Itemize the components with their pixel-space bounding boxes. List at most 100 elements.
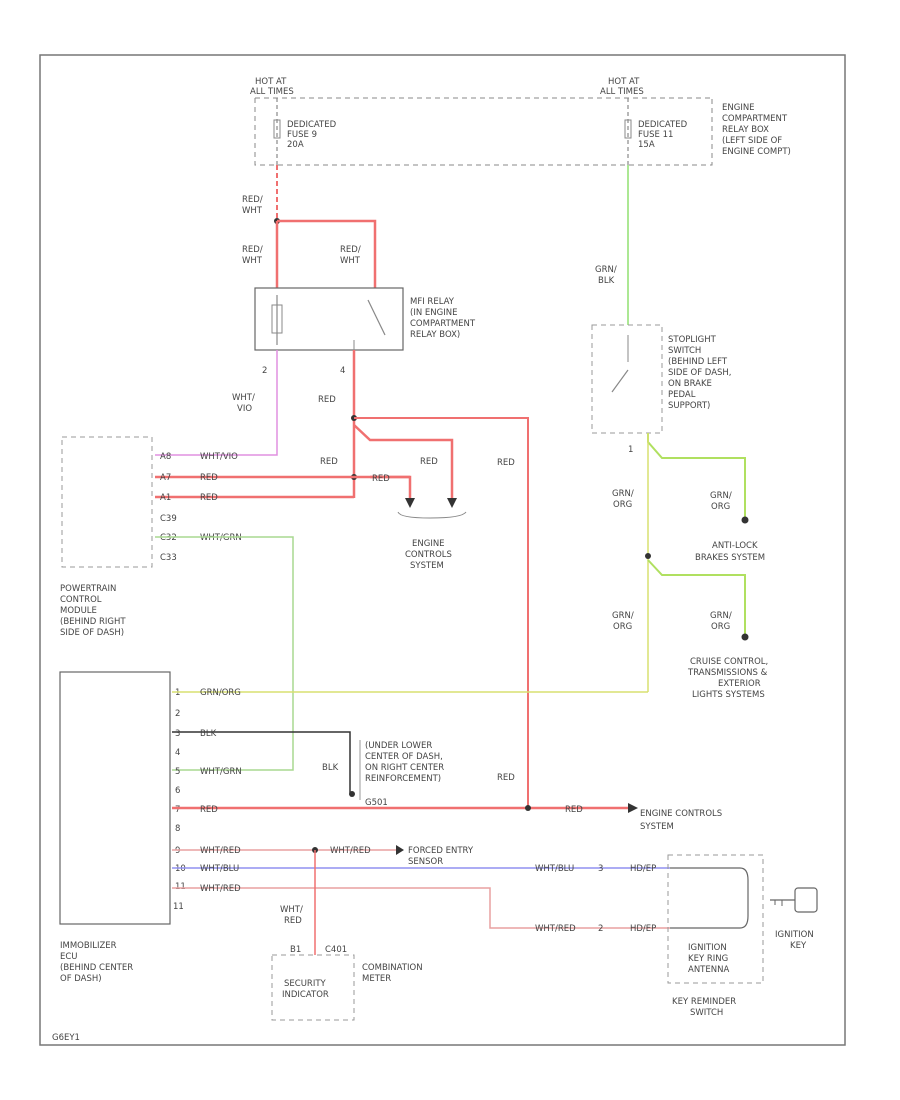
ground-label-5: G501 — [365, 798, 388, 808]
wire-red-ecs-left — [370, 475, 412, 500]
cruise-terminal — [741, 633, 749, 641]
ignition-key-icon — [770, 887, 818, 913]
wire-label-grnorg-2a: GRN/ — [710, 491, 732, 501]
imm-wire-red: RED — [200, 805, 218, 815]
hot-label-1: HOT AT — [255, 77, 287, 87]
imm-pin-7: 7 — [175, 805, 180, 815]
relaybox-label-2: COMPARTMENT — [722, 114, 788, 124]
stoplight-switch-box — [591, 324, 663, 434]
wire-label-red-1: RED — [318, 395, 336, 405]
hot-label-1b: ALL TIMES — [250, 87, 294, 97]
imm-wire-whtred-2: WHT/RED — [200, 884, 241, 894]
relaybox-label-1: ENGINE — [722, 103, 755, 113]
wire-label-red-ecs: RED — [420, 457, 438, 467]
wire-grn-org-abs — [647, 433, 746, 518]
wire-red-long — [354, 417, 529, 808]
immobilizer-box — [59, 671, 171, 925]
wire-label-blk: BLK — [322, 763, 339, 773]
ground-label-3: ON RIGHT CENTER — [365, 763, 444, 773]
wire-label-grnorg-2b: ORG — [711, 502, 730, 512]
combination-label-2: METER — [362, 974, 391, 984]
imm-pin-11: 11 — [175, 882, 186, 892]
imm-wire-whtgrn: WHT/GRN — [200, 767, 242, 777]
imm-wire-blk: BLK — [200, 729, 217, 739]
pcm-pin-a8: A8 — [160, 452, 171, 462]
mfi-relay-coil-body — [271, 304, 283, 334]
fuse9-label-a: DEDICATED — [287, 120, 337, 130]
stoplight-label-5: ON BRAKE — [668, 379, 712, 389]
imm-wire-whtred: WHT/RED — [200, 846, 241, 856]
ground-label-4: REINFORCEMENT) — [365, 774, 441, 784]
stoplight-label-2: SWITCH — [668, 346, 701, 356]
wire-red-ecs-right — [353, 424, 454, 500]
ground-point — [349, 791, 355, 797]
wire-label-grnblk-2: BLK — [598, 276, 615, 286]
pcm-label-2: CONTROL — [60, 595, 102, 605]
ground-label-2: CENTER OF DASH, — [365, 752, 443, 762]
sec-conn-c401: C401 — [325, 945, 347, 955]
wire-label-fered: WHT/RED — [330, 846, 371, 856]
ecs-label-2: CONTROLS — [405, 550, 452, 560]
wire-label-redwht-2a: RED/ — [242, 245, 263, 255]
pcm-box — [61, 436, 153, 568]
splice-grnorg — [645, 553, 651, 559]
imm-pin-4: 4 — [175, 748, 180, 758]
diagram-frame — [39, 54, 846, 1046]
imm-pin-6: 6 — [175, 786, 180, 796]
mfi-label-3: COMPARTMENT — [410, 319, 476, 329]
imm-wire-whtblu: WHT/BLU — [200, 864, 239, 874]
key-pin-2: 2 — [598, 924, 603, 934]
pcm-label-3: MODULE — [60, 606, 97, 616]
ecs-bracket — [397, 511, 467, 519]
pcm-wire-red-1: RED — [200, 473, 218, 483]
ignition-key-label-1: IGNITION — [775, 930, 814, 940]
imm-pin-10: 10 — [175, 864, 186, 874]
hot-label-2b: ALL TIMES — [600, 87, 644, 97]
wire-label-whtred-3b: RED — [284, 916, 302, 926]
wire-blk-ground — [172, 731, 351, 793]
imm-pin-8: 8 — [175, 824, 180, 834]
pcm-label-5: SIDE OF DASH) — [60, 628, 124, 638]
fuse11-label-c: 15A — [638, 140, 655, 150]
pcm-wire-whtvio: WHT/VIO — [200, 452, 238, 462]
ecs-label-3: SYSTEM — [410, 561, 444, 571]
wire-label-red-ecs2: RED — [372, 474, 390, 484]
security-label-1: SECURITY — [284, 979, 327, 989]
arrow-ecs-2 — [447, 498, 457, 508]
wire-label-grnblk-1: GRN/ — [595, 265, 617, 275]
mfi-relay-box — [254, 287, 404, 351]
pin-1-label: 1 — [628, 445, 633, 455]
immobilizer-label-4: OF DASH) — [60, 974, 102, 984]
wire-label-grnorg-4a: GRN/ — [710, 611, 732, 621]
fuse11-label-b: FUSE 11 — [638, 130, 673, 140]
imm-pin-9: 9 — [175, 846, 180, 856]
wire-label-grnorg-4b: ORG — [711, 622, 730, 632]
wire-label-whtred-2: WHT/RED — [535, 924, 576, 934]
diagram-code: G6EY1 — [52, 1033, 80, 1043]
stoplight-label-4: SIDE OF DASH, — [668, 368, 732, 378]
wire-label-red-ecsb: RED — [565, 805, 583, 815]
wire-label-redwht-1a: RED/ — [242, 195, 263, 205]
fuse9-symbol — [273, 119, 281, 139]
pcm-pin-a1: A1 — [160, 493, 171, 503]
sec-pin-b1: B1 — [290, 945, 301, 955]
ecs-bottom-label-1: ENGINE CONTROLS — [640, 809, 722, 819]
abs-label-2: BRAKES SYSTEM — [695, 553, 765, 563]
arrow-ecs-bottom — [628, 803, 638, 813]
stoplight-arm — [611, 369, 629, 393]
wire-label-grnorg-1b: ORG — [613, 500, 632, 510]
ignition-key-label-2: KEY — [790, 941, 807, 951]
wire-wht-grn — [155, 536, 294, 771]
mfi-label-4: RELAY BOX) — [410, 330, 460, 340]
stoplight-label-7: SUPPORT) — [668, 401, 710, 411]
relaybox-label-3: RELAY BOX — [722, 125, 769, 135]
wire-wht-vio — [155, 350, 278, 456]
ignition-ring-label-1: IGNITION — [688, 943, 727, 953]
cruise-label-1: CRUISE CONTROL, — [690, 657, 768, 667]
pcm-pin-c32: C32 — [160, 533, 177, 543]
stoplight-label-6: PEDAL — [668, 390, 696, 400]
wire-wht-red-key — [172, 887, 670, 929]
wire-label-grnorg-3a: GRN/ — [612, 611, 634, 621]
stoplight-label-1: STOPLIGHT — [668, 335, 717, 345]
